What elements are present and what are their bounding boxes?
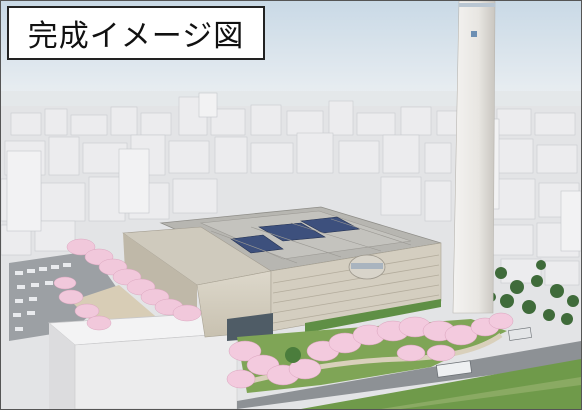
parked-cars [13, 263, 71, 331]
caption-title: 完成イメージ図 [27, 19, 245, 54]
roof-grid [210, 218, 412, 264]
bus [435, 360, 473, 378]
facility-glass-base [227, 313, 273, 341]
caption-box: 完成イメージ図 [7, 6, 265, 60]
foreground-building-side [74, 332, 238, 409]
cherry-trees-left [53, 238, 202, 331]
road [237, 341, 581, 409]
facility-left-wing-front [123, 233, 197, 319]
embankment [301, 359, 581, 409]
right-trees [486, 260, 579, 325]
truck [508, 327, 532, 341]
chimney-band [459, 3, 495, 7]
cherry-trees-front [226, 312, 514, 389]
green-wall [305, 299, 441, 333]
foreground-building-front [49, 323, 75, 409]
chimney-stack [452, 1, 496, 314]
solar-panels [230, 216, 360, 254]
garden-tree [285, 347, 301, 363]
chimney-mark [471, 31, 477, 37]
embankment-strip [381, 377, 581, 409]
